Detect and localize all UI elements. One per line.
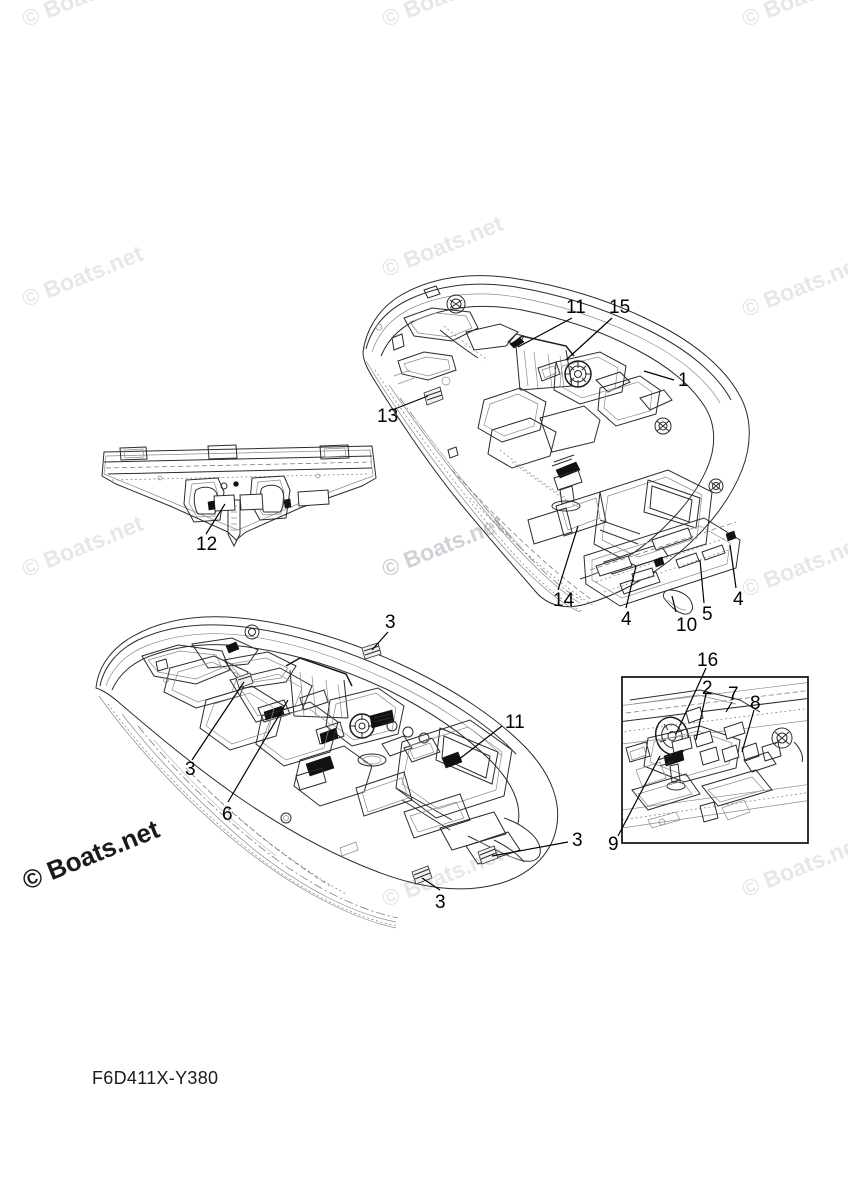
callout-10: 10 (676, 615, 698, 636)
leader-13 (391, 395, 429, 411)
leader-8 (741, 709, 755, 753)
leader-2 (695, 693, 707, 741)
leader-3a (371, 631, 389, 651)
leader-3c (491, 841, 569, 857)
leader-15 (565, 317, 613, 361)
leader-1 (643, 370, 675, 381)
transom-illustration (101, 444, 377, 548)
callout-4-port: 4 (621, 609, 632, 630)
leader-5 (699, 559, 705, 604)
callout-4-starboard: 4 (733, 589, 744, 610)
callout-3-bow: 3 (385, 612, 396, 633)
callout-12: 12 (196, 534, 218, 555)
callout-11: 11 (566, 297, 586, 318)
callout-5: 5 (702, 604, 713, 625)
callout-7: 7 (728, 684, 739, 705)
leader-3d (421, 877, 441, 891)
callout-14: 14 (553, 590, 575, 611)
leader-10 (671, 595, 677, 613)
leader-4a (625, 565, 637, 609)
callout-16: 16 (697, 650, 719, 671)
leader-11 (517, 317, 573, 348)
callout-8: 8 (750, 693, 761, 714)
callout-13: 13 (377, 406, 399, 427)
callout-1: 1 (678, 370, 689, 391)
part-number-caption: F6D411X-Y380 (92, 1068, 219, 1088)
inset-detail-illustration (621, 676, 809, 844)
leader-9 (617, 755, 661, 837)
leader-14 (557, 525, 579, 591)
leader-4b (729, 544, 737, 589)
callout-6: 6 (222, 804, 233, 825)
leader-16 (675, 667, 707, 735)
leader-12 (205, 503, 226, 535)
leader-7 (725, 701, 733, 713)
callout-11-lower: 11 (505, 712, 525, 733)
callout-3-aft: 3 (435, 892, 446, 913)
callout-2: 2 (702, 678, 713, 699)
leader-11b (457, 725, 503, 761)
callout-3-port: 3 (185, 759, 196, 780)
callout-9: 9 (608, 834, 619, 855)
leader-6 (227, 699, 289, 803)
main-boat-illustration (362, 275, 750, 615)
leader-3b (191, 681, 245, 761)
callout-15: 15 (609, 297, 631, 318)
callout-3-stern: 3 (572, 830, 583, 851)
